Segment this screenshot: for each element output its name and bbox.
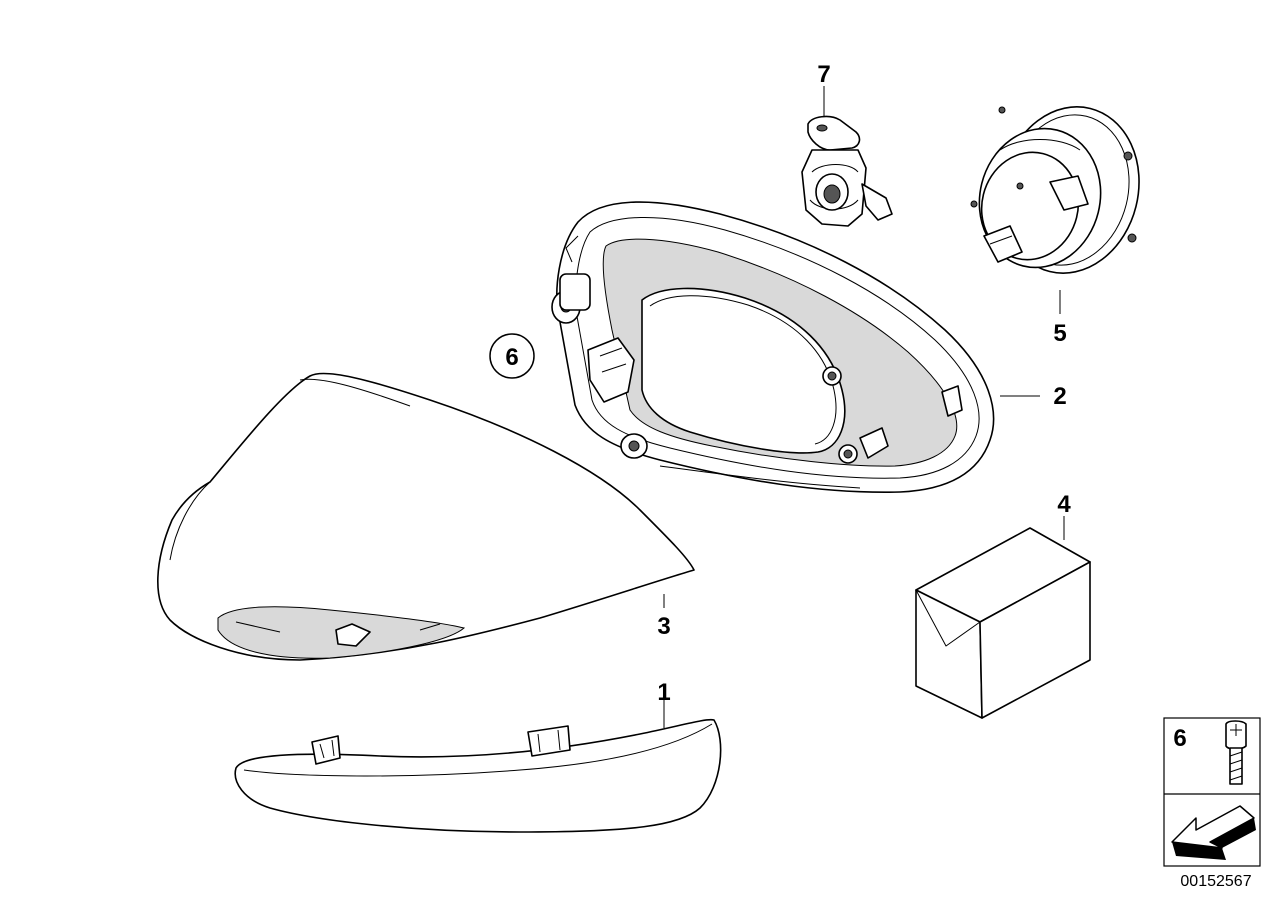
legend-label-6: 6 <box>1173 725 1186 752</box>
callout-4: 4 <box>1057 491 1071 518</box>
callout-3: 3 <box>657 613 670 640</box>
leader-lines <box>663 86 1065 728</box>
arrow-icon <box>1171 805 1256 860</box>
part-1-cover-strip <box>234 718 722 833</box>
callout-5: 5 <box>1053 320 1066 347</box>
part-3-mirror-cap <box>157 372 695 661</box>
part-2-mirror-frame <box>551 201 995 493</box>
part-5-mirror-motor <box>970 106 1140 274</box>
part-7-bracket <box>801 115 893 227</box>
callout-6-circled: 6 <box>489 333 535 379</box>
part-4-box <box>915 527 1091 719</box>
drawing-number: 00152567 <box>1180 873 1251 890</box>
screw-icon <box>1225 720 1247 785</box>
callout-2: 2 <box>1053 383 1066 410</box>
callout-6-circled-label: 6 <box>505 344 518 371</box>
legend-box: 6 <box>1163 717 1261 867</box>
callout-1: 1 <box>657 679 670 706</box>
callout-7: 7 <box>817 61 830 88</box>
